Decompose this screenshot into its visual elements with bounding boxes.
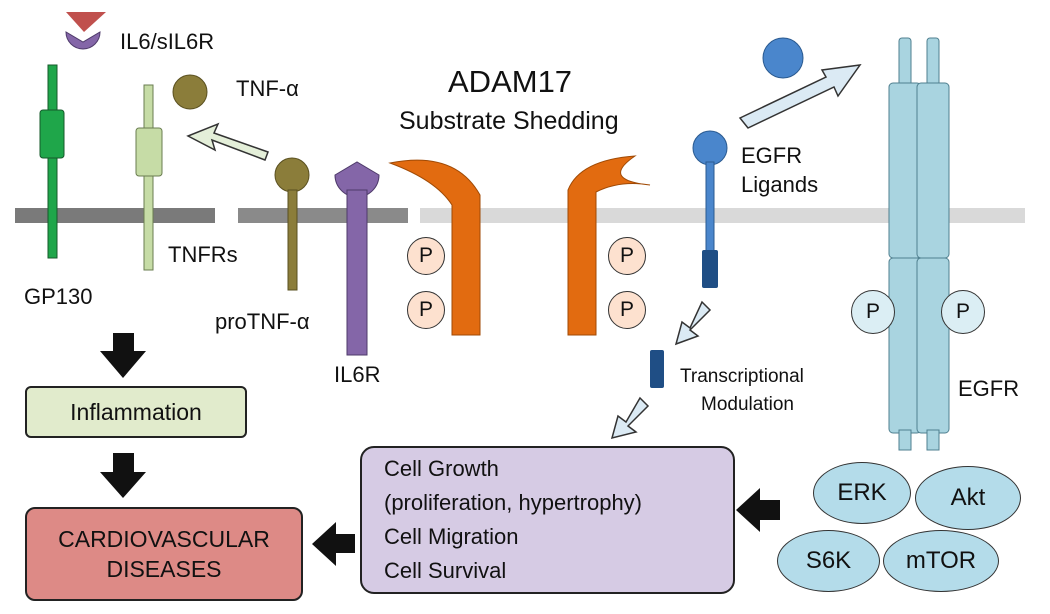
cvd-box: CARDIOVASCULAR DISEASES [25, 507, 303, 601]
phospho-egfr-2: P [941, 290, 985, 334]
tnf-alpha-label: TNF-α [236, 76, 299, 101]
membrane-middle [238, 208, 408, 223]
phospho-adam17-left-2: P [407, 291, 445, 329]
kinase-akt: Akt [915, 466, 1021, 530]
diagram-title: ADAM17 [448, 64, 573, 99]
egfr-ligands-label-line1: EGFR [741, 143, 803, 168]
intracellular-fragment [650, 350, 664, 388]
egfr-ligand-released [762, 37, 804, 79]
cell-effects-box: Cell Growth (proliferation, hypertrophy)… [360, 446, 735, 594]
egfr-dimer [888, 37, 950, 451]
tnfrs-label: TNFRs [168, 242, 238, 267]
cell-effect-migration: Cell Migration [384, 524, 519, 549]
diagram-subtitle: Substrate Shedding [399, 107, 619, 135]
tnf-alpha-soluble [172, 74, 208, 110]
phospho-adam17-left-1: P [407, 237, 445, 275]
protnf-alpha [274, 157, 310, 291]
tnfr-receptor [135, 84, 163, 271]
transcriptional-label-line1: Transcriptional [680, 366, 804, 387]
arrow-cell-effects-to-cvd [312, 522, 355, 566]
arrow-icd-to-cell-effects [610, 396, 650, 440]
arrow-kinases-to-cell-effects [736, 488, 780, 532]
arrow-adam17-to-tnf [186, 122, 269, 161]
kinase-mtor: mTOR [883, 530, 999, 592]
kinase-s6k: S6K [777, 530, 880, 592]
egfr-label: EGFR [958, 376, 1020, 401]
il6-sil6r-label: IL6/sIL6R [120, 29, 215, 54]
arrow-inflammation-to-cvd [100, 453, 146, 498]
arrow-icd-release [674, 300, 712, 346]
cell-effect-growth: Cell Growth [384, 456, 499, 481]
arrow-gp130-to-inflammation [100, 333, 146, 378]
protnf-alpha-label: proTNF-α [215, 309, 310, 334]
cell-effect-growth-detail: (proliferation, hypertrophy) [384, 490, 643, 515]
adam17-left [388, 159, 481, 336]
phospho-egfr-1: P [851, 290, 895, 334]
egfr-ligand-membrane [692, 130, 728, 288]
phospho-adam17-right-2: P [608, 291, 646, 329]
inflammation-box: Inflammation [25, 386, 247, 438]
egfr-ligands-label-line2: Ligands [741, 172, 819, 197]
gp130-receptor [39, 64, 65, 259]
adam17-right [567, 155, 651, 336]
cvd-text-line1: CARDIOVASCULAR [58, 526, 270, 552]
cell-effect-survival: Cell Survival [384, 558, 507, 583]
arrow-ligand-to-egfr [738, 64, 862, 129]
transcriptional-label-line2: Modulation [701, 394, 794, 415]
il6r-receptor [334, 161, 380, 356]
il6r-label: IL6R [334, 362, 381, 387]
gp130-label: GP130 [24, 284, 93, 309]
phospho-adam17-right-1: P [608, 237, 646, 275]
inflammation-text: Inflammation [70, 398, 202, 425]
membrane-left [15, 208, 215, 223]
il6-sil6r-complex [65, 12, 106, 50]
kinase-erk: ERK [813, 462, 911, 524]
cvd-text-line2: DISEASES [106, 556, 222, 582]
